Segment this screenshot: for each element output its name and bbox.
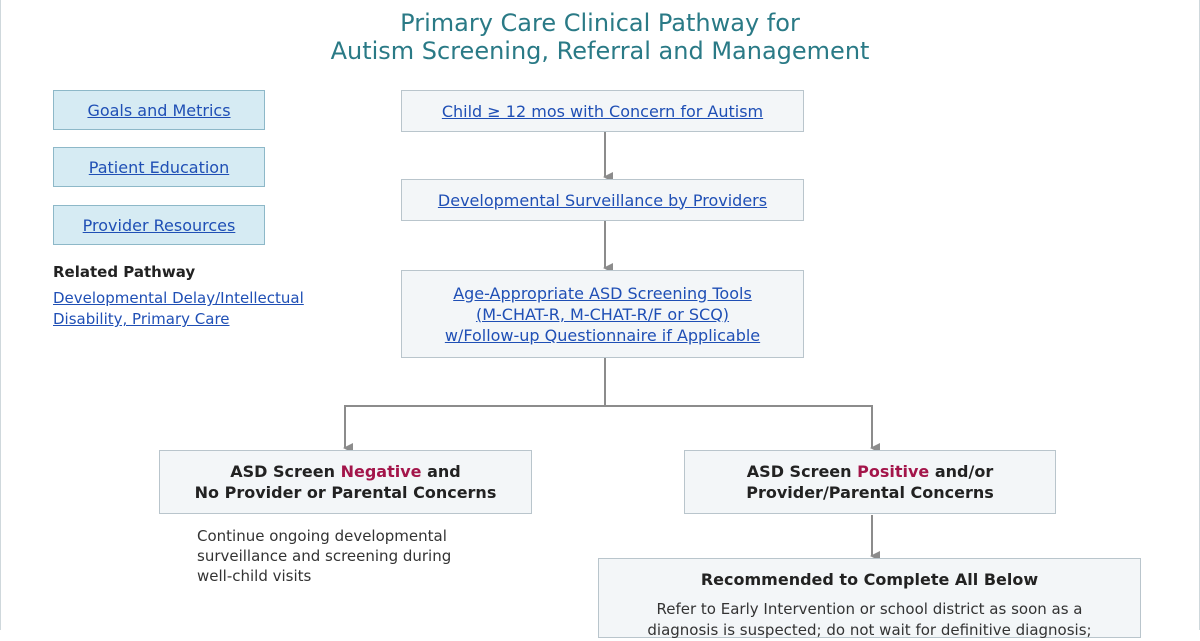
step-surveillance-box[interactable]: Developmental Surveillance by Providers — [401, 179, 804, 221]
related-pathway-link-line2[interactable]: Disability, Primary Care — [53, 310, 230, 328]
page-title-line1: Primary Care Clinical Pathway for — [400, 9, 800, 37]
negative-prefix: ASD Screen — [230, 462, 341, 481]
screening-tools-line2[interactable]: (M-CHAT-R, M-CHAT-R/F or SCQ) — [475, 304, 730, 324]
negative-note-line3: well-child visits — [197, 567, 312, 585]
screening-tools-line1[interactable]: Age-Appropriate ASD Screening Tools — [453, 283, 752, 303]
negative-highlight: Negative — [340, 462, 422, 481]
recommended-line2: diagnosis is suspected; do not wait for … — [647, 621, 1092, 639]
positive-prefix: ASD Screen — [746, 462, 858, 481]
step-child-concern-link[interactable]: Child ≥ 12 mos with Concern for Autism — [441, 101, 764, 121]
frame-left-border — [0, 0, 1, 630]
step-surveillance-link[interactable]: Developmental Surveillance by Providers — [437, 190, 768, 210]
screen-positive-box: ASD Screen Positive and/or Provider/Pare… — [684, 450, 1056, 514]
screening-tools-line3[interactable]: w/Follow-up Questionnaire if Applicable — [444, 325, 761, 345]
patient-education-button[interactable]: Patient Education — [53, 147, 265, 187]
recommended-line1: Refer to Early Intervention or school di… — [656, 600, 1083, 618]
related-pathway-heading: Related Pathway — [53, 263, 196, 281]
positive-line2: Provider/Parental Concerns — [746, 483, 994, 502]
positive-suffix: and/or — [929, 462, 994, 481]
provider-resources-button[interactable]: Provider Resources — [53, 205, 265, 245]
related-pathway-link-line1[interactable]: Developmental Delay/Intellectual — [53, 289, 304, 307]
positive-highlight: Positive — [857, 462, 930, 481]
screen-negative-box: ASD Screen Negative and No Provider or P… — [159, 450, 532, 514]
recommended-text: Refer to Early Intervention or school di… — [619, 599, 1120, 641]
negative-note: Continue ongoing developmental surveilla… — [197, 526, 497, 586]
recommended-title: Recommended to Complete All Below — [700, 570, 1039, 589]
recommended-box: Recommended to Complete All Below Refer … — [598, 558, 1141, 641]
patient-education-link[interactable]: Patient Education — [88, 157, 230, 177]
goals-metrics-link[interactable]: Goals and Metrics — [87, 100, 231, 120]
negative-note-line2: surveillance and screening during — [197, 547, 452, 565]
negative-suffix: and — [421, 462, 461, 481]
page-title-line2: Autism Screening, Referral and Managemen… — [330, 37, 870, 65]
step-child-concern-box[interactable]: Child ≥ 12 mos with Concern for Autism — [401, 90, 804, 132]
negative-line2: No Provider or Parental Concerns — [194, 483, 497, 502]
goals-metrics-button[interactable]: Goals and Metrics — [53, 90, 265, 130]
provider-resources-link[interactable]: Provider Resources — [82, 215, 236, 235]
negative-note-line1: Continue ongoing developmental — [197, 527, 447, 545]
related-pathway-link-block[interactable]: Developmental Delay/Intellectual Disabil… — [53, 288, 353, 330]
step-screening-tools-box[interactable]: Age-Appropriate ASD Screening Tools (M-C… — [401, 270, 804, 358]
